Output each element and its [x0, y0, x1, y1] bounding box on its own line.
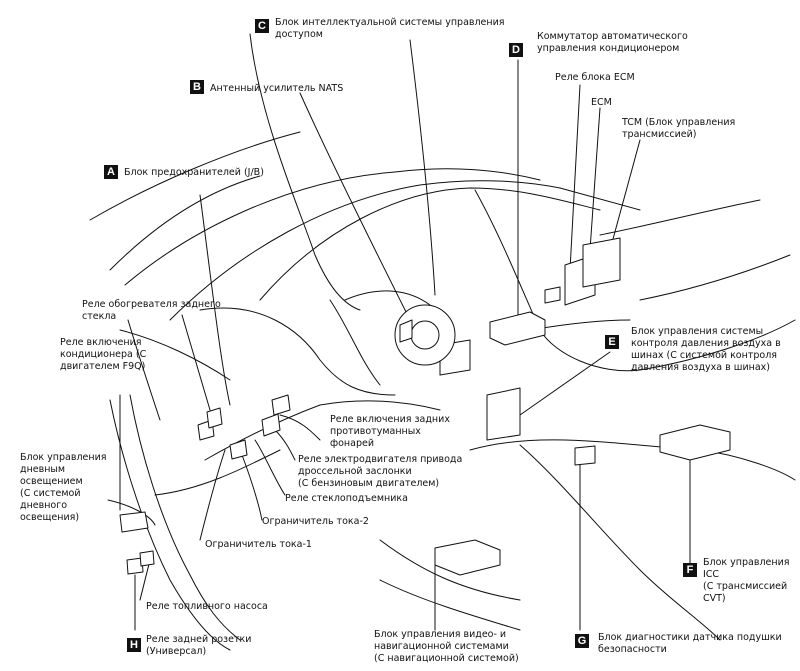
badge-d: D — [509, 43, 523, 57]
label-current-limiter-2: Ограничитель тока-2 — [262, 516, 369, 527]
label-ecm-relay: Реле блока ECM — [555, 72, 635, 83]
label-fuel-pump-relay: Реле топливного насоса — [146, 601, 268, 612]
badge-e: E — [605, 335, 619, 349]
label-tcm: TCM (Блок управления трансмиссией) — [622, 117, 736, 140]
label-ecm: ECM — [591, 97, 612, 108]
label-rear-socket-relay: Реле задней розетки (Универсал) — [146, 634, 252, 657]
badge-c: C — [255, 19, 269, 33]
label-throttle-motor-relay: Реле электродвигателя привода дроссельно… — [298, 454, 463, 489]
label-fuse-block: Блок предохранителей (J/B) — [124, 167, 264, 178]
label-airbag-diagnosis: Блок диагностики датчика подушки безопас… — [598, 632, 782, 655]
label-nav-av-unit: Блок управления видео- и навигационной с… — [374, 629, 519, 664]
badge-g: G — [575, 634, 589, 648]
label-rear-defog-relay: Реле обогревателя заднего стекла — [82, 299, 221, 322]
badge-b: B — [190, 80, 204, 94]
label-drl-unit: Блок управления дневным освещением (С си… — [20, 452, 107, 523]
label-power-window-relay: Реле стеклоподъемника — [285, 493, 408, 504]
label-current-limiter-1: Ограничитель тока-1 — [205, 539, 312, 550]
label-tpms-unit: Блок управления системы контроля давлени… — [631, 326, 781, 373]
label-nats-antenna: Антенный усилитель NATS — [210, 83, 344, 94]
badge-f: F — [683, 563, 697, 577]
label-ac-auto-switch: Коммутатор автоматического управления ко… — [537, 31, 688, 54]
label-icc-unit: Блок управления ICC (С трансмиссией CVT) — [703, 557, 790, 604]
label-icc-access-control: Блок интеллектуальной системы управления… — [275, 17, 505, 40]
label-ac-relay: Реле включения кондиционера (С двигателе… — [60, 337, 147, 372]
badge-a: A — [104, 165, 118, 179]
badge-h: H — [127, 638, 141, 652]
label-rear-fog-relay: Реле включения задних противотуманных фо… — [330, 414, 450, 449]
